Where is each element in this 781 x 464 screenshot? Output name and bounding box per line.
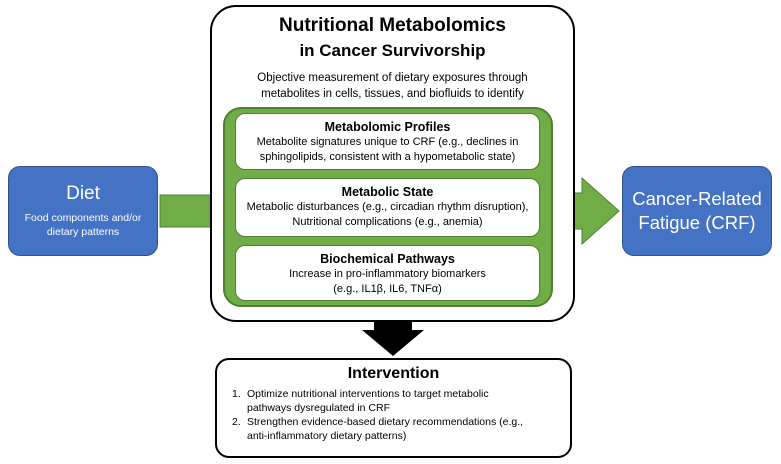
box-text-line: Increase in pro-inflammatory biomarkers [289,268,486,280]
main-title: Nutritional Metabolomics [279,15,506,36]
crf-title-line: Fatigue (CRF) [638,212,756,233]
box-heading: Metabolic State [341,185,434,199]
diet-box: Diet Food components and/or dietary patt… [8,166,158,256]
crf-title: Cancer-Related Fatigue (CRF) [623,187,771,235]
main-description: Objective measurement of dietary exposur… [257,72,528,100]
item-number: 1. [232,388,241,400]
box-heading: Biochemical Pathways [320,252,455,266]
box-text-line: Metabolite signatures unique to CRF (e.g… [256,136,519,148]
diet-text-line: dietary patterns [46,226,120,238]
intervention-list: 1. Optimize nutritional interventions to… [232,388,562,444]
item-text-line: pathways dysregulated in CRF [247,401,390,414]
item-text-line: Strengthen evidence-based dietary recomm… [247,416,524,428]
biochemical-pathways-box: Biochemical Pathways Increase in pro-inf… [235,245,540,301]
metabolomic-profiles-box: Metabolomic Profiles Metabolite signatur… [235,113,540,170]
diet-text-line: Food components and/or [24,212,142,224]
intervention-title: Intervention [347,365,440,382]
box-text-line: Metabolic disturbances (e.g., circadian … [246,201,529,213]
item-text-line: anti-inflammatory dietary patterns) [247,429,407,442]
crf-title-line: Cancer-Related [632,188,762,209]
item-text-line: Optimize nutritional interventions to ta… [247,388,489,400]
diet-title: Diet [66,183,100,204]
box-text-line: sphingolipids, consistent with a hypomet… [259,150,516,163]
intervention-item: 1. Optimize nutritional interventions to… [232,388,562,415]
box-text-line: (e.g., IL1β, IL6, TNFα) [333,282,442,295]
diet-description: Food components and/or dietary patterns [9,211,157,239]
intervention-box [215,358,572,458]
item-number: 2. [232,416,241,428]
box-heading: Metabolomic Profiles [324,120,451,134]
metabolic-state-box: Metabolic State Metabolic disturbances (… [235,178,540,237]
crf-box: Cancer-Related Fatigue (CRF) [622,166,772,256]
down-arrow [362,318,424,356]
box-text-line: Nutritional complications (e.g., anemia) [292,215,483,228]
intervention-item: 2. Strengthen evidence-based dietary rec… [232,416,562,443]
main-subtitle: in Cancer Survivorship [299,41,486,60]
